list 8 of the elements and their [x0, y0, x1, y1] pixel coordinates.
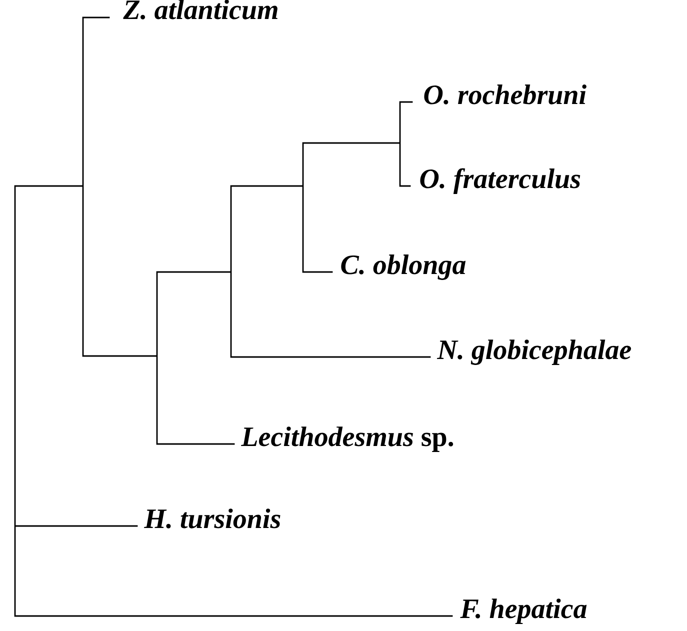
taxon-label: O. rochebruni — [424, 84, 586, 104]
taxon-label: H. tursionis — [144, 508, 280, 528]
taxon-label: C. oblonga — [341, 254, 466, 280]
taxon-label: O. fraterculus — [420, 168, 580, 194]
taxon-label: Z. atlanticum — [123, 0, 278, 20]
taxon-label: F. hepatica — [460, 598, 587, 624]
taxon-label: Lecithodesmus sp. — [241, 426, 454, 452]
taxon-label: N. globicephalae — [436, 340, 632, 365]
